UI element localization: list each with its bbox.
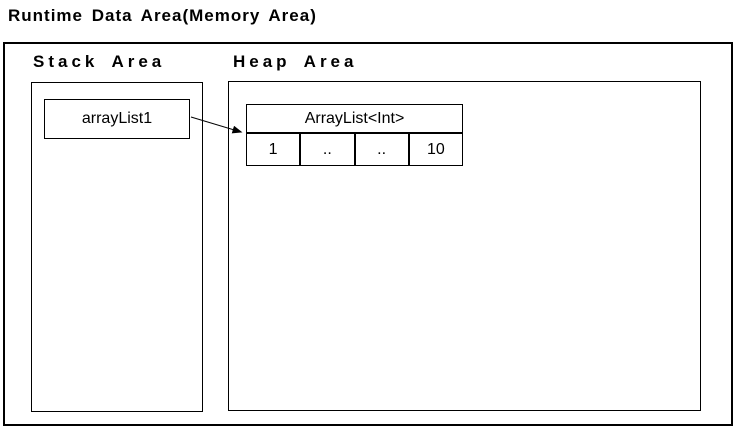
heap-area-box <box>228 81 701 411</box>
heap-cell-1: .. <box>301 134 356 165</box>
heap-cell-2-value: .. <box>377 140 387 158</box>
heap-cell-3: 10 <box>410 134 462 165</box>
heap-cell-1-value: .. <box>322 140 332 158</box>
heap-area-label: Heap Area <box>233 52 358 71</box>
heap-cell-2: .. <box>356 134 410 165</box>
stack-area-label: Stack Area <box>33 52 166 71</box>
heap-cell-3-value: 10 <box>426 140 445 158</box>
runtime-data-area-box <box>3 42 733 426</box>
heap-cell-0: 1 <box>247 134 302 165</box>
stack-variable-name: arrayList1 <box>81 110 153 127</box>
heap-object-type-row: ArrayList<Int> <box>247 105 462 134</box>
heap-object-cells-row: 1 .. .. 10 <box>247 134 462 165</box>
heap-object-type-label: ArrayList<Int> <box>304 109 405 127</box>
stack-area-box <box>31 82 203 412</box>
stack-variable-box: arrayList1 <box>44 99 190 139</box>
heap-object-table: ArrayList<Int> 1 .. .. 10 <box>246 104 463 166</box>
heap-cell-0-value: 1 <box>268 140 278 158</box>
diagram-title: Runtime Data Area(Memory Area) <box>8 6 317 25</box>
